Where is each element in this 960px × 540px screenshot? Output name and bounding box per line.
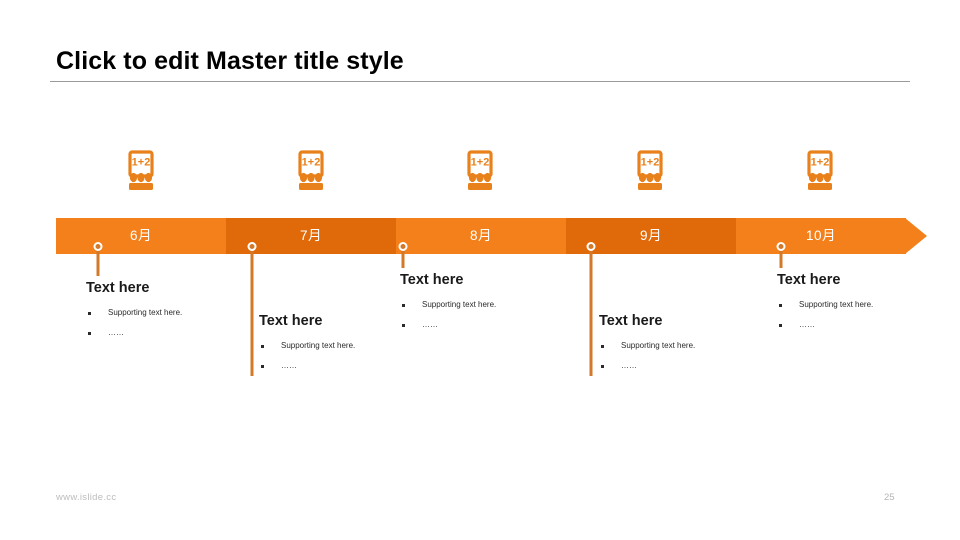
timeline-segment-2[interactable]: 7月 xyxy=(226,218,396,254)
page-number: 25 xyxy=(884,492,895,503)
timeline-segment-5[interactable]: 10月 xyxy=(736,218,906,254)
abacus-classroom-icon: 1+2 xyxy=(119,150,163,194)
connector-pin-5 xyxy=(775,242,787,268)
timeline-segment-label: 6月 xyxy=(129,228,152,244)
abacus-classroom-icon: 1+2 xyxy=(798,150,842,194)
timeline-arrow-head-icon xyxy=(905,218,927,254)
list-item: Supporting text here. xyxy=(400,300,590,311)
abacus-classroom-icon: 1+2 xyxy=(289,150,333,194)
icon-text-label: 1+2 xyxy=(471,157,490,169)
content-block-3: Text here Supporting text here. …… xyxy=(400,272,590,340)
timeline-segment-label: 8月 xyxy=(469,228,492,244)
footer-url: www.islide.cc xyxy=(56,492,117,503)
content-block-title: Text here xyxy=(86,280,150,296)
content-block-bullets: Supporting text here. …… xyxy=(86,308,276,339)
list-item: Supporting text here. xyxy=(777,300,960,311)
title-divider xyxy=(50,81,910,82)
abacus-classroom-icon: 1+2 xyxy=(628,150,672,194)
list-item: Supporting text here. xyxy=(599,341,789,352)
timeline-segment-3[interactable]: 8月 xyxy=(396,218,566,254)
list-item: …… xyxy=(777,320,960,331)
page-title[interactable]: Click to edit Master title style xyxy=(56,47,404,75)
timeline-segment-label: 9月 xyxy=(639,228,662,244)
content-block-bullets: Supporting text here. …… xyxy=(599,341,789,372)
content-block-4: Text here Supporting text here. …… xyxy=(599,313,789,381)
content-block-5: Text here Supporting text here. …… xyxy=(777,272,960,340)
list-item: …… xyxy=(86,328,276,339)
connector-pin-4 xyxy=(585,242,597,376)
list-item: …… xyxy=(400,320,590,331)
list-item: Supporting text here. xyxy=(86,308,276,319)
content-block-bullets: Supporting text here. …… xyxy=(400,300,590,331)
list-item: …… xyxy=(259,361,449,372)
content-block-1: Text here Supporting text here. …… xyxy=(86,280,276,348)
icon-text-label: 1+2 xyxy=(641,157,660,169)
list-item: …… xyxy=(599,361,789,372)
icon-text-label: 1+2 xyxy=(132,157,151,169)
icon-text-label: 1+2 xyxy=(811,157,830,169)
content-block-bullets: Supporting text here. …… xyxy=(777,300,960,331)
timeline-segment-1[interactable]: 6月 xyxy=(56,218,226,254)
content-block-title: Text here xyxy=(777,272,841,288)
list-item: Supporting text here. xyxy=(259,341,449,352)
connector-pin-2 xyxy=(246,242,258,376)
content-block-title: Text here xyxy=(259,313,323,329)
content-block-bullets: Supporting text here. …… xyxy=(259,341,449,372)
connector-pin-1 xyxy=(92,242,104,276)
connector-pin-3 xyxy=(397,242,409,268)
content-block-2: Text here Supporting text here. …… xyxy=(259,313,449,381)
content-block-title: Text here xyxy=(400,272,464,288)
timeline-segment-label: 7月 xyxy=(299,228,322,244)
content-block-title: Text here xyxy=(599,313,663,329)
icon-row: 1+2 1+2 1+2 xyxy=(0,150,960,196)
timeline-segment-label: 10月 xyxy=(805,228,837,244)
abacus-classroom-icon: 1+2 xyxy=(458,150,502,194)
icon-text-label: 1+2 xyxy=(302,157,321,169)
timeline-bar: 6月 7月 8月 9月 10月 xyxy=(0,218,960,254)
